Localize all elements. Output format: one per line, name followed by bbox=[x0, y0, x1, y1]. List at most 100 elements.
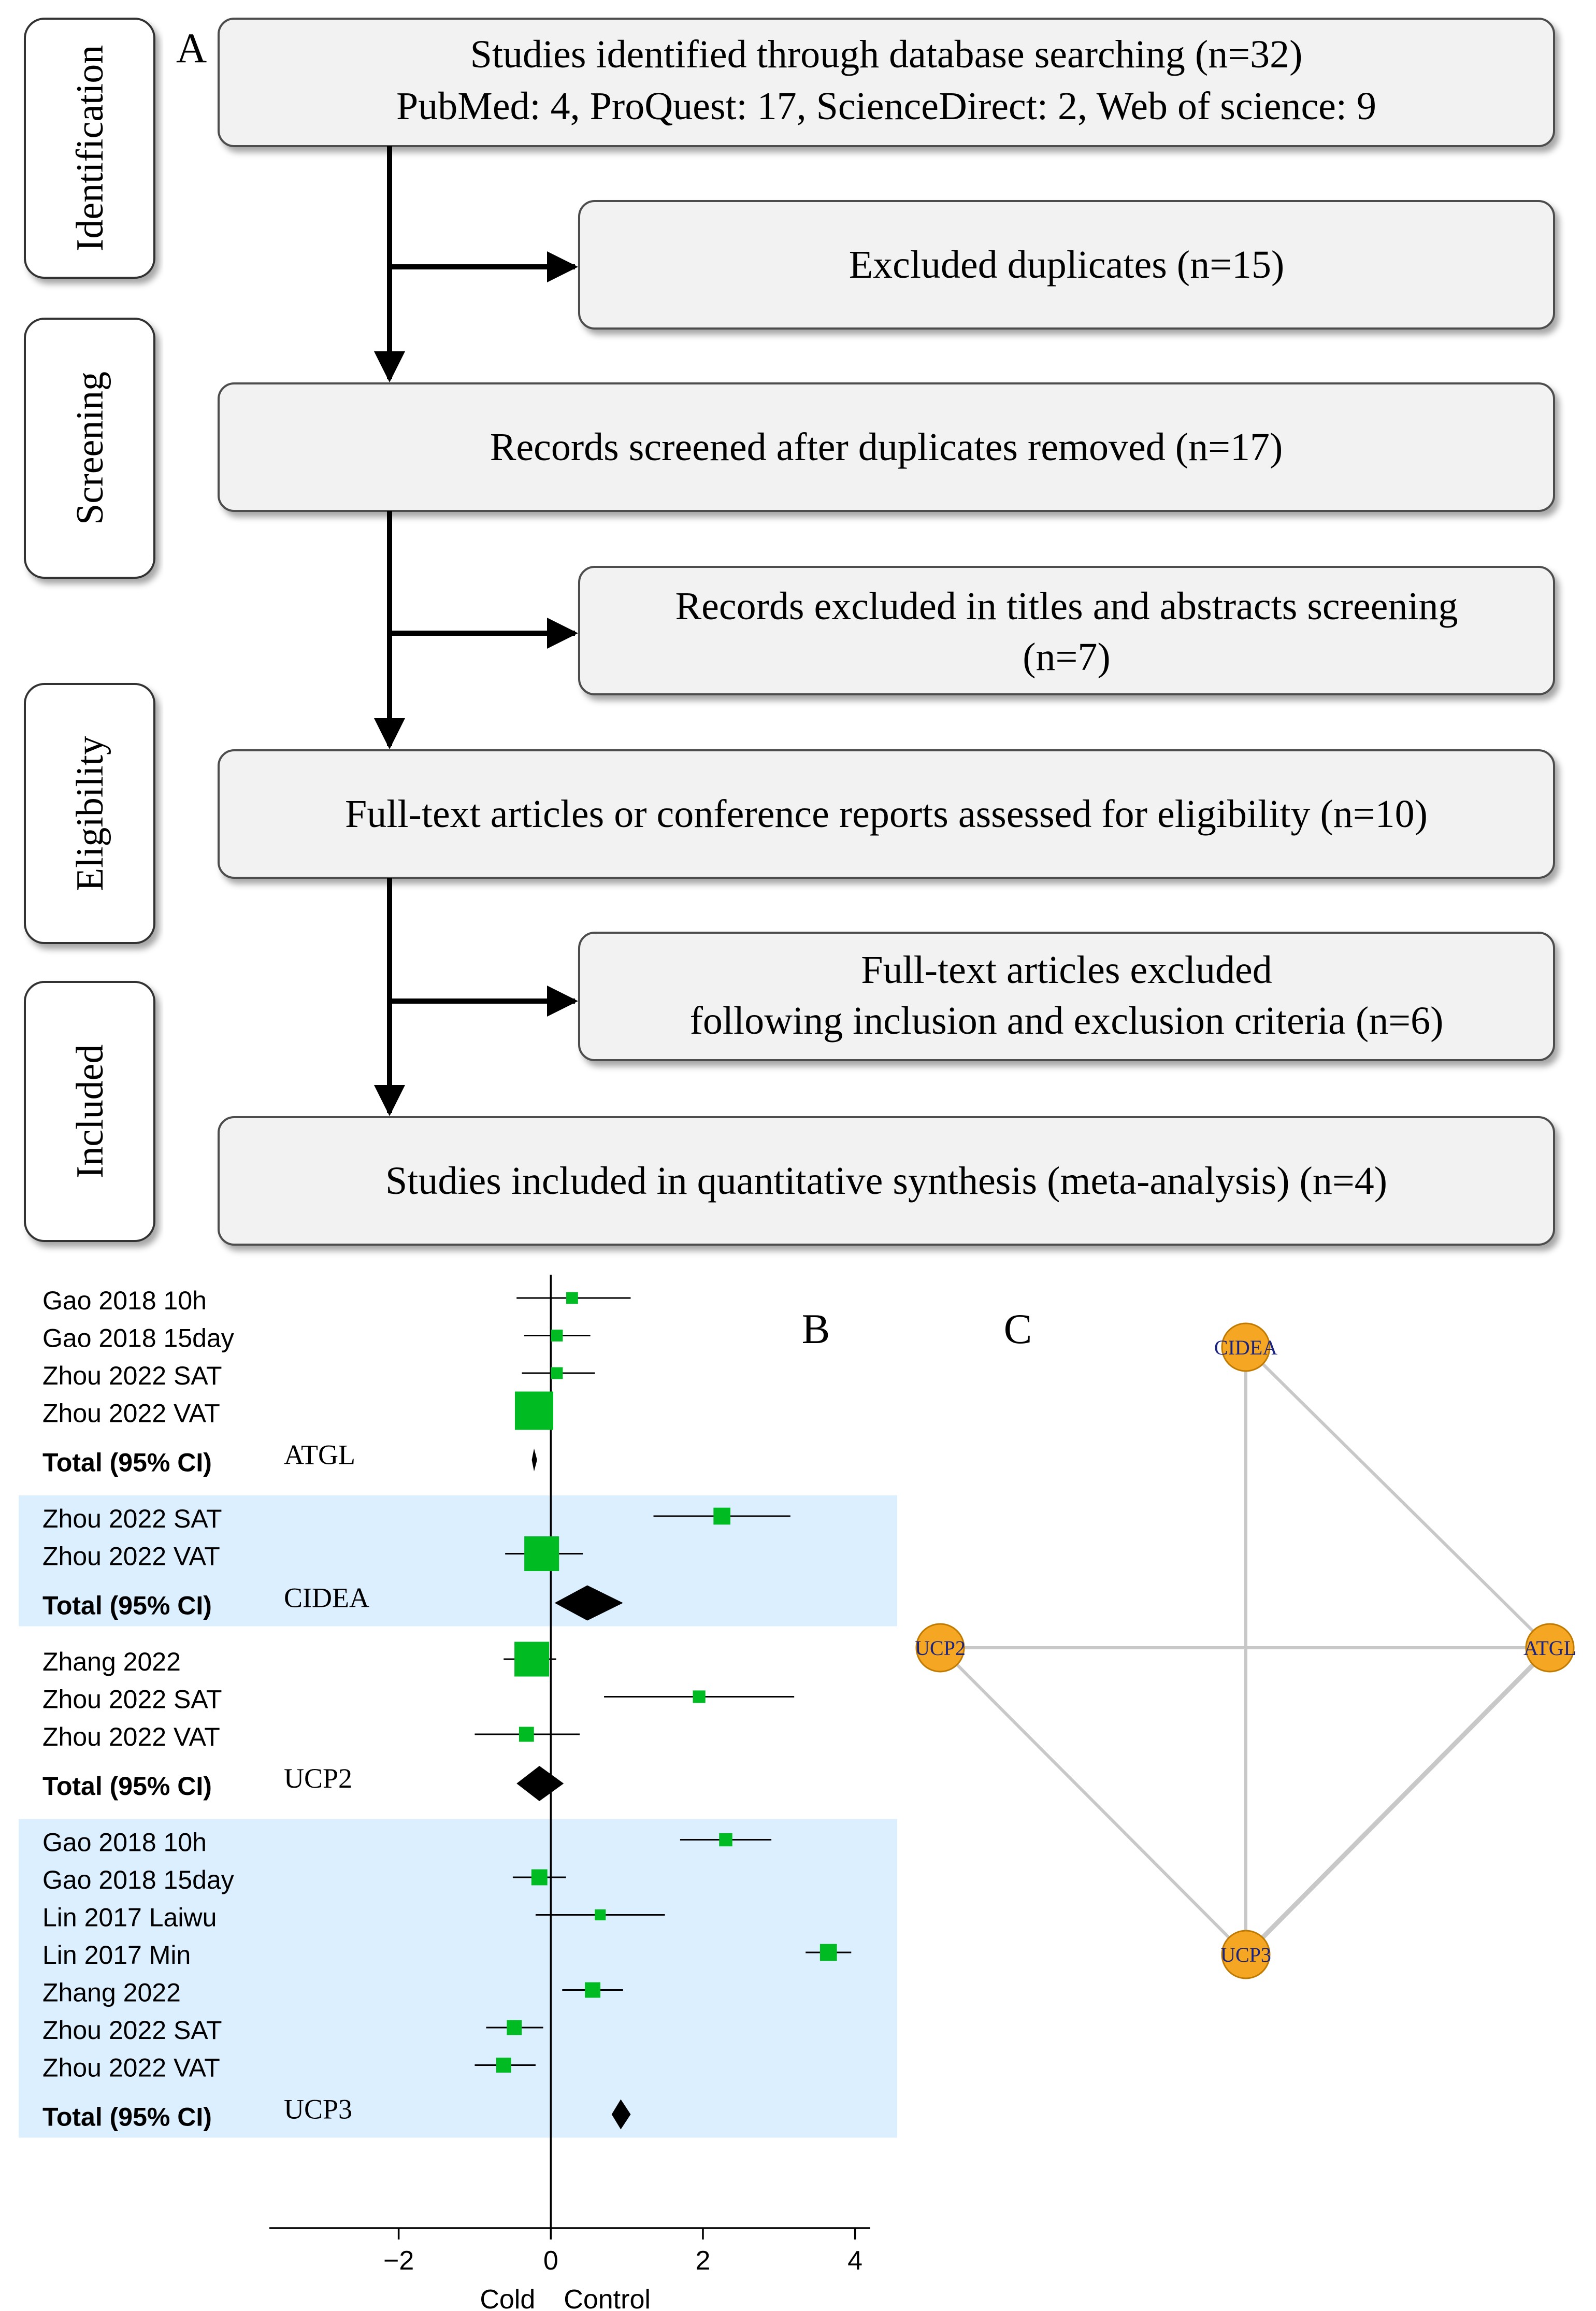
network-node-cidea[interactable]: CIDEA bbox=[1214, 1322, 1277, 1372]
group-band bbox=[19, 1819, 897, 2138]
study-row: Zhou 2022 SAT bbox=[42, 1685, 795, 1714]
box-included: Studies included in quantitative synthes… bbox=[218, 1116, 1555, 1246]
study-marker bbox=[595, 1909, 606, 1921]
box-text-line: Studies included in quantitative synthes… bbox=[385, 1159, 1387, 1203]
study-label: Zhang 2022 bbox=[42, 1647, 181, 1676]
study-marker bbox=[531, 1869, 548, 1886]
study-label: Zhou 2022 VAT bbox=[42, 1722, 220, 1751]
flow-arrows bbox=[374, 146, 578, 1116]
study-label: Gao 2018 15day bbox=[42, 1324, 234, 1353]
total-row: Total (95% CI) CIDEA bbox=[42, 1582, 623, 1621]
box-excluded-screening: Records excluded in titles and abstracts… bbox=[578, 566, 1555, 695]
total-diamond bbox=[554, 1585, 623, 1621]
study-row: Zhou 2022 VAT bbox=[42, 1391, 553, 1430]
box-text-line: PubMed: 4, ProQuest: 17, ScienceDirect: … bbox=[396, 84, 1376, 128]
box-text-line: Excluded duplicates (n=15) bbox=[849, 243, 1285, 287]
network-edges bbox=[939, 1346, 1552, 1957]
node-circle bbox=[915, 1623, 965, 1673]
x-tick-label: 0 bbox=[543, 2246, 558, 2276]
box-identified: Studies identified through database sear… bbox=[218, 18, 1555, 147]
study-marker bbox=[585, 1982, 600, 1998]
stage-eligibility: Eligibility bbox=[24, 683, 155, 944]
gene-label: CIDEA bbox=[284, 1582, 369, 1614]
study-label: Zhou 2022 SAT bbox=[42, 1361, 222, 1390]
study-row: Zhang 2022 bbox=[42, 1978, 623, 2007]
total-row: Total (95% CI)UCP2 bbox=[42, 1763, 564, 1801]
stage-label: Identification bbox=[69, 45, 111, 252]
box-text-line: Full-text articles or conference reports… bbox=[345, 792, 1428, 836]
study-label: Zhou 2022 SAT bbox=[42, 2016, 222, 2045]
stage-included: Included bbox=[24, 981, 155, 1242]
study-label: Zhang 2022 bbox=[42, 1978, 181, 2007]
study-marker bbox=[514, 1391, 553, 1430]
node-circle bbox=[1221, 1322, 1271, 1372]
study-row: Zhou 2022 SAT bbox=[42, 2016, 543, 2045]
x-label-left: Cold bbox=[480, 2285, 535, 2311]
total-diamond bbox=[611, 2099, 631, 2130]
study-row: Gao 2018 15day bbox=[42, 1324, 591, 1353]
study-marker bbox=[819, 1944, 837, 1961]
group-bands bbox=[19, 1495, 897, 2138]
network-nodes: CIDEA UCP2 ATGL UCP3 bbox=[915, 1322, 1576, 1979]
network-node-atgl[interactable]: ATGL bbox=[1523, 1623, 1576, 1673]
box-text-line: following inclusion and exclusion criter… bbox=[690, 999, 1444, 1043]
study-marker bbox=[519, 1727, 534, 1742]
study-row: Lin 2017 Min bbox=[42, 1941, 852, 1970]
study-label: Zhou 2022 SAT bbox=[42, 1504, 222, 1533]
study-marker bbox=[719, 1833, 732, 1847]
study-row: Lin 2017 Laiwu bbox=[42, 1903, 665, 1932]
network-node-ucp2[interactable]: UCP2 bbox=[915, 1623, 966, 1673]
box-text-line: Studies identified through database sear… bbox=[470, 33, 1303, 76]
box-text-line: Full-text articles excluded bbox=[861, 948, 1272, 992]
study-row: Zhou 2022 SAT bbox=[42, 1361, 595, 1390]
box-text-line: Records screened after duplicates remove… bbox=[490, 425, 1283, 469]
network-edge bbox=[939, 1646, 1247, 1956]
study-marker bbox=[496, 2058, 511, 2073]
study-marker bbox=[693, 1690, 706, 1703]
study-marker bbox=[551, 1367, 563, 1379]
study-row: Zhang 2022 bbox=[42, 1642, 556, 1677]
total-label: Total (95% CI) bbox=[42, 1591, 212, 1620]
node-circle bbox=[1221, 1930, 1271, 1979]
study-marker bbox=[507, 2020, 522, 2035]
study-row: Zhou 2022 VAT bbox=[42, 1722, 580, 1751]
x-tick-label: −2 bbox=[383, 2246, 414, 2276]
box-excluded-fulltext: Full-text articles excluded following in… bbox=[578, 932, 1555, 1061]
box-eligibility: Full-text articles or conference reports… bbox=[218, 749, 1555, 879]
stage-screening: Screening bbox=[24, 318, 155, 579]
network-edge bbox=[1244, 1646, 1552, 1957]
node-label: CIDEA bbox=[1214, 1336, 1277, 1359]
gene-label: UCP3 bbox=[284, 2094, 352, 2125]
panel-label-b: B bbox=[802, 1305, 830, 1352]
study-label: Zhou 2022 VAT bbox=[42, 1399, 220, 1428]
node-label: UCP3 bbox=[1220, 1943, 1271, 1966]
total-label: Total (95% CI) bbox=[42, 2103, 212, 2132]
box-text-line: (n=7) bbox=[1023, 635, 1110, 679]
gene-label: ATGL bbox=[284, 1439, 355, 1471]
node-label: UCP2 bbox=[915, 1636, 966, 1660]
x-tick-label: 2 bbox=[696, 2246, 711, 2276]
total-label: Total (95% CI) bbox=[42, 1448, 212, 1477]
total-diamond bbox=[531, 1448, 537, 1472]
total-row: Total (95% CI) ATGL bbox=[42, 1439, 537, 1477]
study-label: Gao 2018 15day bbox=[42, 1865, 234, 1894]
network-node-ucp3[interactable]: UCP3 bbox=[1220, 1930, 1271, 1979]
study-marker bbox=[524, 1536, 559, 1572]
study-label: Gao 2018 10h bbox=[42, 1828, 207, 1857]
study-row: Zhou 2022 VAT bbox=[42, 2053, 536, 2082]
node-circle bbox=[1525, 1623, 1575, 1673]
total-diamond bbox=[516, 1766, 564, 1801]
group-band bbox=[19, 1495, 897, 1627]
total-row: Total (95% CI) UCP3 bbox=[42, 2094, 631, 2132]
panel-label-c: C bbox=[1004, 1305, 1032, 1352]
study-marker bbox=[566, 1292, 578, 1304]
study-label: Lin 2017 Min bbox=[42, 1941, 191, 1970]
study-label: Zhou 2022 VAT bbox=[42, 1542, 220, 1571]
stage-label: Eligibility bbox=[69, 736, 111, 891]
study-marker bbox=[713, 1507, 731, 1525]
stage-identification: Identification bbox=[24, 18, 155, 279]
study-row: Zhou 2022 VAT bbox=[42, 1536, 583, 1572]
